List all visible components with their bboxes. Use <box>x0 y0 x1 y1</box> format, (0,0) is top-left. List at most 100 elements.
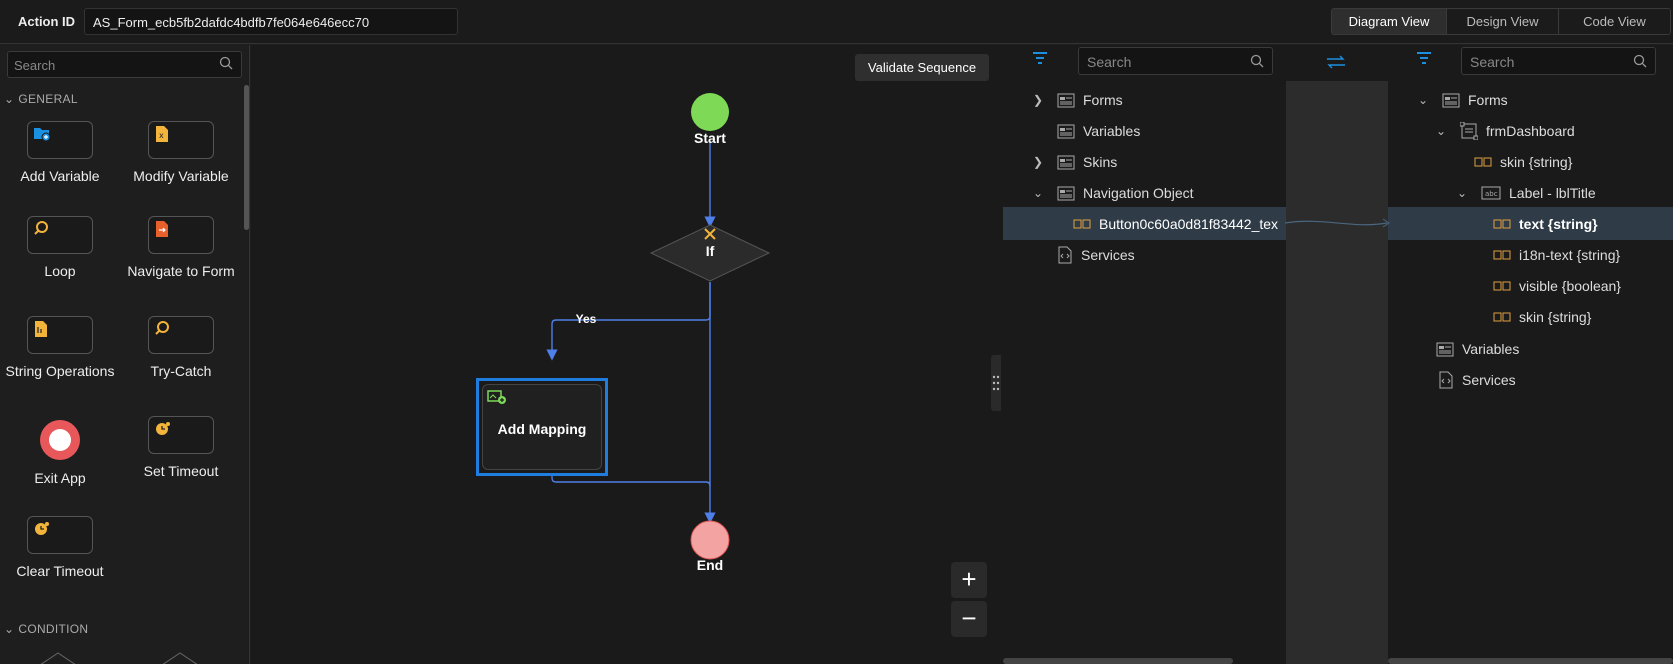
chevron-right-icon[interactable]: ❯ <box>1032 154 1044 169</box>
palette-item-set-timeout[interactable]: Set Timeout <box>121 416 241 479</box>
string-field-icon <box>1493 250 1511 260</box>
mapping-connector-column <box>1286 81 1388 664</box>
filter-icon[interactable] <box>1416 51 1432 65</box>
add-mapping-node[interactable]: Add Mapping <box>476 378 608 476</box>
end-node <box>690 520 730 560</box>
view-tabs: Diagram View Design View Code View <box>1331 8 1671 35</box>
palette-item-add-variable[interactable]: Add Variable <box>0 121 120 184</box>
section-general[interactable]: ⌄GENERAL <box>4 92 78 106</box>
form-icon <box>1442 92 1460 108</box>
string-field-icon <box>1493 219 1511 229</box>
chevron-down-icon: ⌄ <box>4 92 15 106</box>
chevron-down-icon[interactable]: ⌄ <box>1456 185 1468 200</box>
tree-item-label: frmDashboard <box>1486 122 1575 139</box>
start-label: Start <box>694 130 726 146</box>
tree-item-text[interactable]: text {string} <box>1493 207 1598 240</box>
horizontal-scrollbar[interactable] <box>1003 658 1233 664</box>
tree-item-label: text {string} <box>1519 215 1598 232</box>
palette-scrollbar[interactable] <box>244 85 249 230</box>
tree-item-label: Forms <box>1083 91 1123 108</box>
tree-item-label: visible {boolean} <box>1519 277 1621 294</box>
action-id-label: Action ID <box>18 14 76 29</box>
chevron-down-icon[interactable]: ⌄ <box>1032 185 1044 200</box>
horizontal-scrollbar[interactable] <box>1388 658 1673 664</box>
chevron-down-icon: ⌄ <box>4 622 15 636</box>
section-condition[interactable]: ⌄CONDITION <box>4 622 88 636</box>
tree-item-navigation-object[interactable]: ⌄ Navigation Object <box>1031 176 1194 209</box>
end-label: End <box>696 557 724 573</box>
form-layout-icon <box>1460 121 1478 140</box>
close-icon <box>704 228 716 240</box>
flow-edges <box>546 93 771 560</box>
exit-app-icon <box>40 420 80 460</box>
tree-item-visible[interactable]: visible {boolean} <box>1493 269 1621 302</box>
search-icon[interactable] <box>1250 54 1264 71</box>
tree-item-label: Variables <box>1462 340 1520 357</box>
tree-item-label: Variables <box>1083 122 1141 139</box>
form-icon <box>1057 154 1075 170</box>
palette-item-clear-timeout[interactable]: Clear Timeout <box>0 516 120 579</box>
left-search-input[interactable]: Search <box>1078 47 1273 75</box>
tree-item-services[interactable]: Services <box>1438 363 1516 396</box>
tab-design-view[interactable]: Design View <box>1446 9 1558 34</box>
tree-item-skins[interactable]: ❯ Skins <box>1031 145 1117 178</box>
add-mapping-label: Add Mapping <box>497 421 587 437</box>
drag-handle-icon <box>992 375 1000 391</box>
filter-icon[interactable] <box>1032 51 1048 65</box>
tree-item-forms[interactable]: ❯ Forms <box>1031 83 1123 116</box>
tree-item-label: Button0c60a0d81f83442_tex <box>1099 215 1279 232</box>
search-icon[interactable] <box>1633 54 1647 71</box>
diagram-canvas[interactable]: Validate Sequence Start If Yes End <box>251 45 1003 664</box>
tab-diagram-view[interactable]: Diagram View <box>1332 9 1446 34</box>
tree-item-label: Skins <box>1083 153 1118 170</box>
string-ops-icon <box>35 321 47 337</box>
palette-item-string-operations[interactable]: String Operations <box>0 316 120 379</box>
string-field-icon <box>1474 157 1492 167</box>
tree-item-variables[interactable]: Variables <box>1031 114 1140 147</box>
tree-item-button-text[interactable]: Button0c60a0d81f83442_tex <box>1073 207 1286 240</box>
right-search-input[interactable]: Search <box>1461 47 1656 75</box>
palette-item-exit-app[interactable]: Exit App <box>0 420 120 486</box>
palette-item-modify-variable[interactable]: x Modify Variable <box>121 121 241 184</box>
resize-handle[interactable] <box>991 355 1001 411</box>
if-label[interactable]: If <box>705 243 715 259</box>
tree-item-frmdashboard[interactable]: ⌄ frmDashboard <box>1434 114 1575 147</box>
tree-item-services[interactable]: Services <box>1031 238 1135 271</box>
svg-text:x: x <box>159 131 164 140</box>
palette-item-label: Exit App <box>34 470 86 486</box>
swap-icon[interactable] <box>1325 55 1347 69</box>
palette-item-label: String Operations <box>5 363 115 379</box>
navigate-form-icon <box>156 221 168 237</box>
palette-item-label: Navigate to Form <box>127 263 235 279</box>
chevron-right-icon[interactable]: ❯ <box>1032 92 1044 107</box>
palette-item-label: Clear Timeout <box>16 563 104 579</box>
timer-icon <box>156 422 170 435</box>
zoom-out-button[interactable]: − <box>951 601 987 637</box>
selected-row-highlight <box>1003 207 1286 240</box>
action-id-field[interactable]: AS_Form_ecb5fb2dafdc4bdfb7fe064e646ecc70 <box>84 8 458 35</box>
tab-code-view[interactable]: Code View <box>1558 9 1670 34</box>
timer-icon <box>35 522 49 535</box>
svg-text:abc: abc <box>1485 190 1498 198</box>
tree-item-label-lbltitle[interactable]: ⌄ abc Label - lblTitle <box>1455 176 1596 209</box>
tree-item-i18n-text[interactable]: i18n-text {string} <box>1493 238 1620 271</box>
palette-item-label: Set Timeout <box>143 463 219 479</box>
tree-item-skin[interactable]: skin {string} <box>1474 145 1572 178</box>
tree-item-variables[interactable]: Variables <box>1436 332 1519 365</box>
palette-item-loop[interactable]: Loop <box>0 216 120 279</box>
zoom-in-button[interactable]: + <box>951 562 987 598</box>
form-icon <box>1436 341 1454 357</box>
code-file-icon <box>1057 246 1073 264</box>
selected-row-highlight <box>1388 207 1673 240</box>
chevron-down-icon[interactable]: ⌄ <box>1417 92 1429 107</box>
mapper-panel: Search Search ❯ Forms Variables ❯ Skins … <box>1003 45 1673 664</box>
validate-sequence-button[interactable]: Validate Sequence <box>855 54 989 81</box>
tree-item-forms[interactable]: ⌄ Forms <box>1416 83 1508 116</box>
palette-search-input[interactable]: Search <box>7 51 242 78</box>
yes-label: Yes <box>575 312 597 326</box>
palette-item-try-catch[interactable]: Try-Catch <box>121 316 241 379</box>
search-icon[interactable] <box>219 56 233 73</box>
palette-item-navigate-form[interactable]: Navigate to Form <box>121 216 241 279</box>
chevron-down-icon[interactable]: ⌄ <box>1435 123 1447 138</box>
tree-item-skin[interactable]: skin {string} <box>1493 300 1591 333</box>
